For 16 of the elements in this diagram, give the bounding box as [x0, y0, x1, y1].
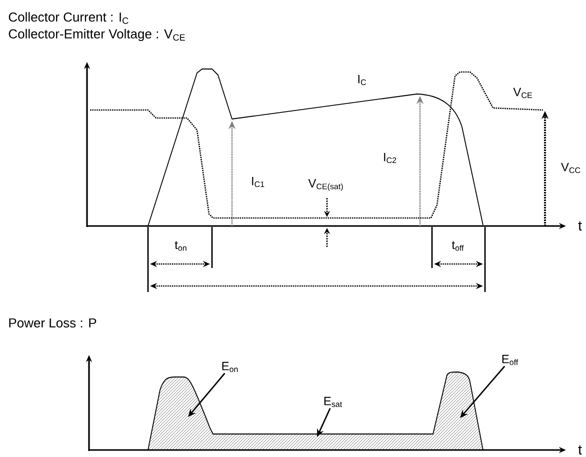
- chart-title: Collector-Emitter Voltage : V$_{CE}$: [8, 28, 185, 42]
- time-label: t$_{off}$: [452, 241, 464, 251]
- chart-title: Collector Current : I$_{C}$: [8, 12, 128, 24]
- energy-label: E$_{sat}$: [324, 396, 342, 408]
- value-label: I$_{C2}$: [384, 152, 396, 164]
- energy-label: E$_{on}$: [222, 362, 238, 372]
- axis-label: t: [578, 221, 582, 231]
- curve-label: I$_{C}$: [358, 74, 366, 86]
- value-label: V$_{CC}$: [561, 162, 580, 174]
- chart-title: Power Loss : P: [9, 318, 96, 328]
- value-label: I$_{C1}$: [252, 176, 264, 188]
- energy-label: E$_{off}$: [502, 354, 518, 366]
- curve-label: V$_{CE}$: [513, 88, 532, 98]
- value-label: V$_{CE(sat)}$: [308, 179, 343, 191]
- time-label: t$_{on}$: [174, 241, 186, 251]
- axis-label: t: [578, 445, 582, 455]
